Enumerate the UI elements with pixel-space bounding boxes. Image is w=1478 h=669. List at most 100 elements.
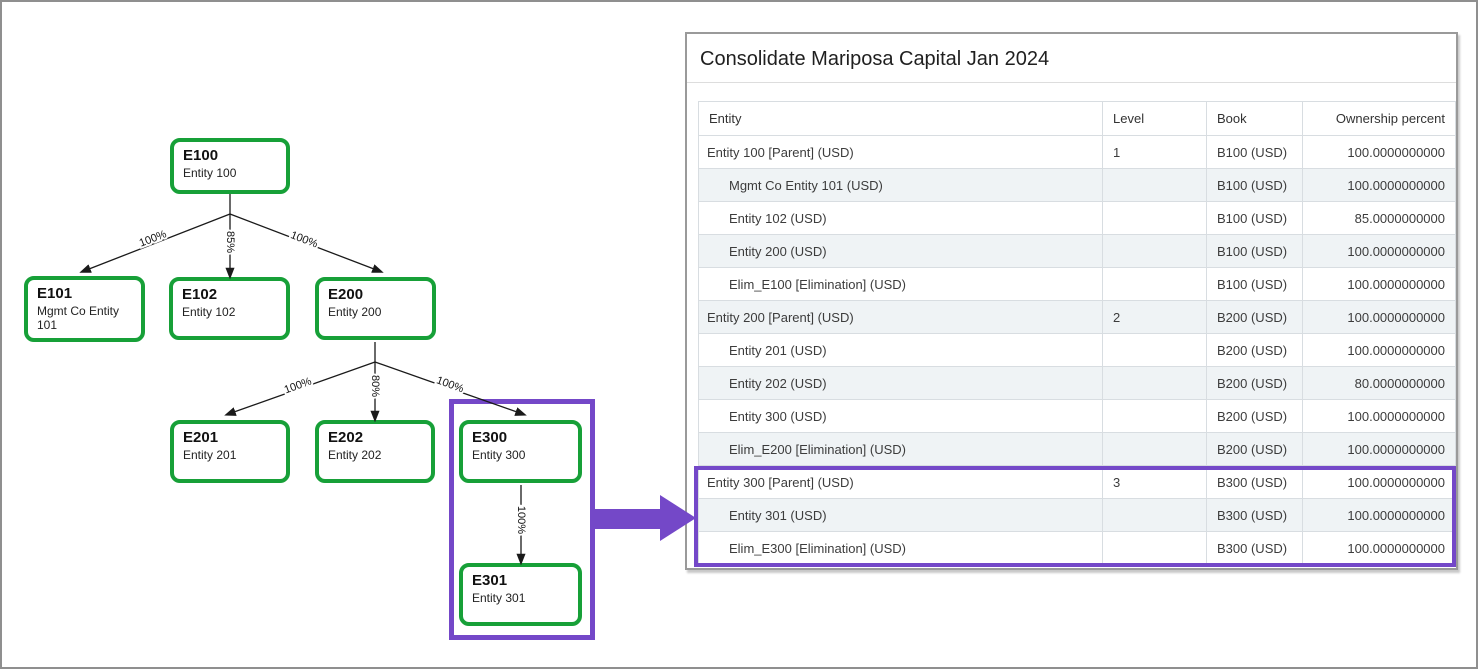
table-row: Entity 202 (USD) B200 (USD) 80.000000000… (698, 366, 1456, 400)
cell-ownership: 100.0000000000 (1302, 498, 1456, 532)
consolidation-panel: Consolidate Mariposa Capital Jan 2024 En… (685, 32, 1458, 570)
edge-label-e100-e101: 100% (138, 228, 169, 249)
cell-book: B100 (USD) (1206, 267, 1303, 301)
cell-entity: Entity 200 [Parent] (USD) (698, 300, 1103, 334)
cell-ownership: 100.0000000000 (1302, 399, 1456, 433)
entity-node-e301: E301 Entity 301 (459, 563, 582, 626)
table-row: Entity 100 [Parent] (USD) 1 B100 (USD) 1… (698, 135, 1456, 169)
cell-entity: Elim_E300 [Elimination] (USD) (698, 531, 1103, 565)
entity-node-e300: E300 Entity 300 (459, 420, 582, 483)
entities-table: Entity Level Book Ownership percent Enti… (698, 101, 1456, 565)
edge-label-e200-e300: 100% (435, 374, 466, 395)
entity-node-title: E201 (183, 429, 219, 446)
cell-ownership: 100.0000000000 (1302, 531, 1456, 565)
edge-label-e100-e200: 100% (289, 229, 320, 250)
edge-e100-e200 (229, 213, 384, 273)
entity-node-title: E101 (37, 285, 73, 302)
cell-entity: Entity 300 (USD) (698, 399, 1103, 433)
cell-ownership: 100.0000000000 (1302, 432, 1456, 466)
cell-level (1102, 531, 1207, 565)
column-header-ownership: Ownership percent (1302, 101, 1456, 136)
table-row-highlighted: Entity 301 (USD) B300 (USD) 100.00000000… (698, 498, 1456, 532)
cell-book: B200 (USD) (1206, 333, 1303, 367)
cell-ownership: 100.0000000000 (1302, 168, 1456, 202)
cell-level (1102, 432, 1207, 466)
cell-level (1102, 267, 1207, 301)
edge-label-e200-e201: 100% (283, 375, 314, 396)
page-title: Consolidate Mariposa Capital Jan 2024 (700, 48, 1050, 70)
cell-ownership: 100.0000000000 (1302, 300, 1456, 334)
cell-book: B100 (USD) (1206, 234, 1303, 268)
cell-book: B200 (USD) (1206, 300, 1303, 334)
cell-level (1102, 168, 1207, 202)
table-row: Entity 201 (USD) B200 (USD) 100.00000000… (698, 333, 1456, 367)
diagram-highlight-box (449, 399, 595, 640)
cell-entity: Elim_E100 [Elimination] (USD) (698, 267, 1103, 301)
cell-book: B200 (USD) (1206, 432, 1303, 466)
entity-node-title: E100 (183, 147, 219, 164)
cell-ownership: 100.0000000000 (1302, 333, 1456, 367)
column-header-level: Level (1102, 101, 1207, 136)
cell-level: 2 (1102, 300, 1207, 334)
cell-level (1102, 234, 1207, 268)
entity-node-e202: E202 Entity 202 (315, 420, 435, 483)
cell-book: B300 (USD) (1206, 498, 1303, 532)
entity-node-e200: E200 Entity 200 (315, 277, 436, 340)
entity-node-title: E202 (328, 429, 364, 446)
entity-node-e101: E101 Mgmt Co Entity 101 (24, 276, 145, 342)
cell-book: B100 (USD) (1206, 201, 1303, 235)
cell-ownership: 100.0000000000 (1302, 267, 1456, 301)
cell-book: B300 (USD) (1206, 531, 1303, 565)
entity-node-e102: E102 Entity 102 (169, 277, 290, 340)
edge-label-e200-e202: 80% (369, 375, 381, 397)
entity-node-sublabel: Entity 201 (183, 447, 237, 462)
cell-entity: Entity 200 (USD) (698, 234, 1103, 268)
cell-ownership: 100.0000000000 (1302, 234, 1456, 268)
column-header-entity: Entity (698, 101, 1103, 136)
cell-entity: Entity 301 (USD) (698, 498, 1103, 532)
entity-node-sublabel: Entity 100 (183, 165, 237, 180)
table-row: Entity 102 (USD) B100 (USD) 85.000000000… (698, 201, 1456, 235)
cell-ownership: 100.0000000000 (1302, 135, 1456, 169)
cell-level (1102, 399, 1207, 433)
entity-node-title: E300 (472, 429, 508, 446)
cell-entity: Entity 300 [Parent] (USD) (698, 465, 1103, 499)
cell-level: 3 (1102, 465, 1207, 499)
column-header-book: Book (1206, 101, 1303, 136)
panel-titlebar: Consolidate Mariposa Capital Jan 2024 (687, 34, 1456, 83)
cell-level (1102, 201, 1207, 235)
entity-node-title: E102 (182, 286, 218, 303)
flow-arrow-icon (595, 495, 696, 541)
entity-node-sublabel: Entity 300 (472, 447, 526, 462)
cell-book: B100 (USD) (1206, 168, 1303, 202)
cell-book: B200 (USD) (1206, 399, 1303, 433)
cell-ownership: 80.0000000000 (1302, 366, 1456, 400)
edge-e100-e101 (79, 213, 231, 273)
cell-entity: Entity 100 [Parent] (USD) (698, 135, 1103, 169)
cell-entity: Entity 102 (USD) (698, 201, 1103, 235)
cell-book: B300 (USD) (1206, 465, 1303, 499)
table-header-row: Entity Level Book Ownership percent (698, 101, 1456, 136)
entity-node-e201: E201 Entity 201 (170, 420, 290, 483)
edge-label-e100-e102: 85% (224, 231, 236, 253)
table-row: Entity 200 (USD) B100 (USD) 100.00000000… (698, 234, 1456, 268)
table-row: Entity 300 (USD) B200 (USD) 100.00000000… (698, 399, 1456, 433)
entity-node-sublabel: Entity 301 (472, 590, 526, 605)
table-row: Elim_E200 [Elimination] (USD) B200 (USD)… (698, 432, 1456, 466)
table-row: Mgmt Co Entity 101 (USD) B100 (USD) 100.… (698, 168, 1456, 202)
cell-entity: Mgmt Co Entity 101 (USD) (698, 168, 1103, 202)
cell-level (1102, 498, 1207, 532)
cell-level (1102, 333, 1207, 367)
entity-node-sublabel: Entity 202 (328, 447, 382, 462)
entity-node-sublabel: Mgmt Co Entity 101 (37, 303, 120, 333)
entity-node-title: E200 (328, 286, 364, 303)
cell-level (1102, 366, 1207, 400)
cell-entity: Entity 201 (USD) (698, 333, 1103, 367)
table-row: Elim_E100 [Elimination] (USD) B100 (USD)… (698, 267, 1456, 301)
entity-node-title: E301 (472, 572, 508, 589)
cell-level: 1 (1102, 135, 1207, 169)
entity-node-sublabel: Entity 200 (328, 304, 382, 319)
entity-node-e100: E100 Entity 100 (170, 138, 290, 194)
table-row: Entity 200 [Parent] (USD) 2 B200 (USD) 1… (698, 300, 1456, 334)
